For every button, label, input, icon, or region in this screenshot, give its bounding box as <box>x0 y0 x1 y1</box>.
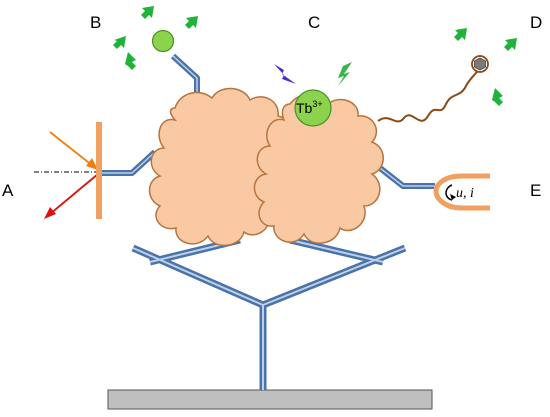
circular-arrow <box>445 184 453 201</box>
nanoparticle-label <box>377 28 517 123</box>
fluorescent-dot-icon <box>151 29 175 53</box>
reflected-light-ray <box>49 173 99 215</box>
lanthanide-ion-icon <box>294 89 332 127</box>
substrate-slab <box>107 389 433 410</box>
label-b: B <box>90 13 101 32</box>
protein-cloud-left <box>148 87 291 246</box>
optical-sensor <box>34 122 102 219</box>
sensor-plate <box>96 122 102 219</box>
fluorescent-label <box>113 6 198 70</box>
purple-flash-icon <box>274 64 296 84</box>
green-flash-icon <box>338 62 352 86</box>
capture-antibody-highlight <box>132 239 406 390</box>
circuit-text: u, i <box>456 186 474 201</box>
antibody-e <box>378 165 435 189</box>
tb-symbol: Tb3+ <box>296 99 323 116</box>
label-d: D <box>530 13 542 32</box>
label-e: E <box>530 181 541 200</box>
linker-chain <box>377 67 481 123</box>
label-c: C <box>308 13 320 32</box>
capture-antibody <box>131 236 407 390</box>
electrode-loop-icon: u, i <box>433 173 490 211</box>
emission-arrows-d <box>454 28 517 106</box>
label-a: A <box>2 181 14 200</box>
protein-cloud-right <box>253 93 384 244</box>
emission-arrows-icon <box>113 6 198 70</box>
lanthanide-label: Tb3+ <box>274 62 352 127</box>
antibody-a <box>102 149 158 176</box>
nanoparticle-hexagon-icon <box>474 57 486 71</box>
